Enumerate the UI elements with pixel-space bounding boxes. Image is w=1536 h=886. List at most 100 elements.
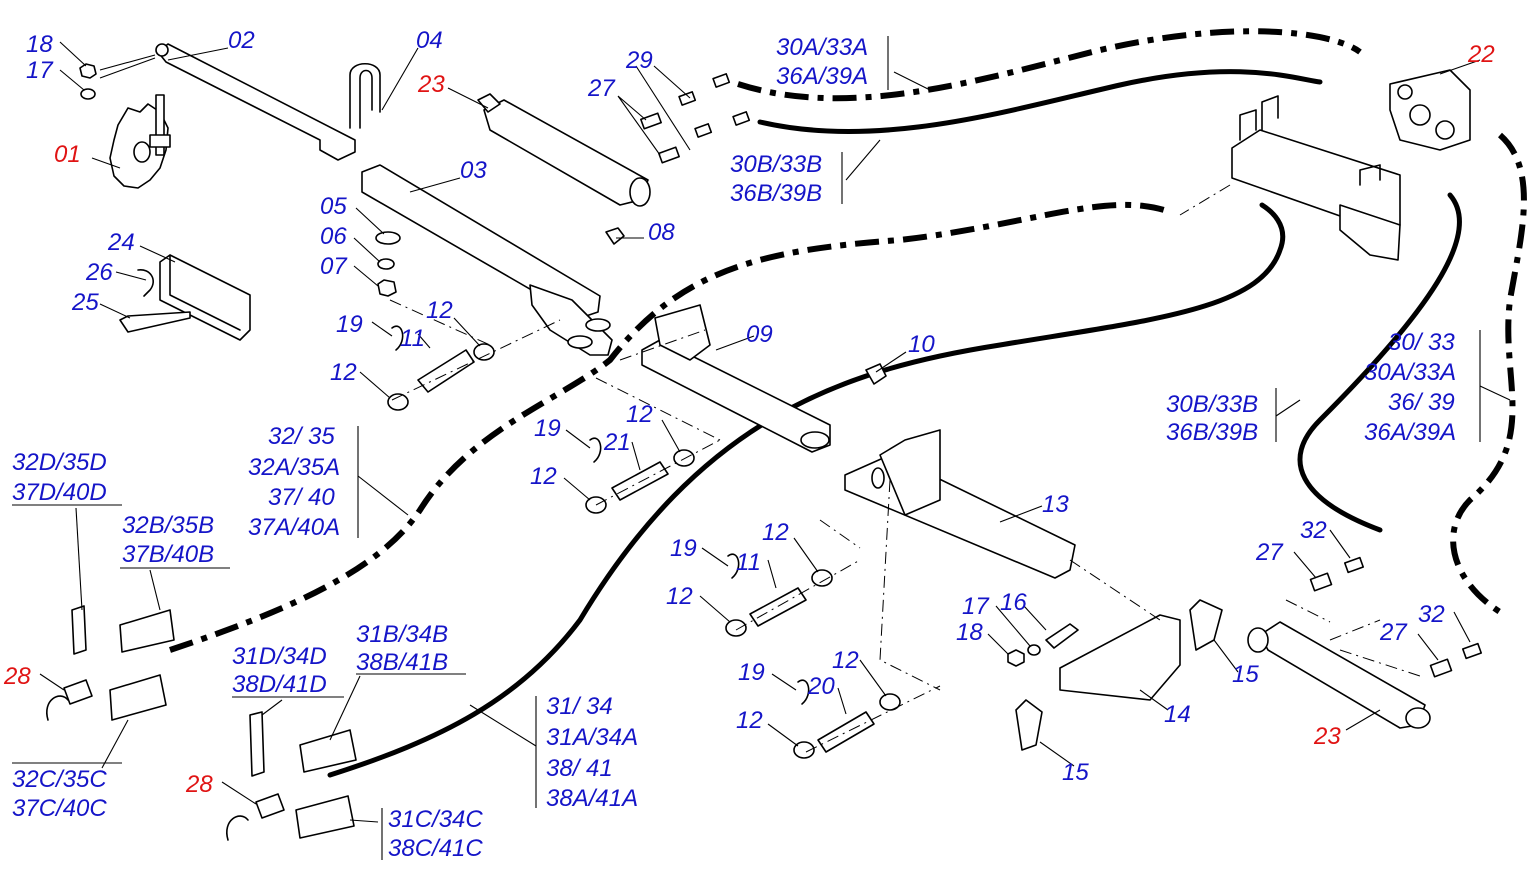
- part-label-27-l27a: 27: [587, 75, 616, 102]
- coupling-32-left: [46, 605, 175, 721]
- part-label-07-l07: 07: [320, 253, 348, 280]
- frame-13: [844, 429, 1076, 579]
- hose-30b-solid: [757, 69, 1323, 135]
- part-label-19-l19d: 19: [738, 659, 765, 686]
- part-label-26-l26: 26: [85, 259, 113, 286]
- group-31-line1: 31/ 34: [546, 693, 613, 720]
- group-32-line3: 37/ 40: [268, 484, 335, 511]
- part-label-17-l17a: 17: [26, 57, 54, 84]
- fitting-32-right-a: [1343, 556, 1365, 574]
- group-31d-line1: 31D/34D: [232, 643, 327, 670]
- fitting-32-right-b: [1461, 642, 1483, 660]
- part-label-28-l28a: 28: [3, 663, 31, 690]
- part-label-32-l32a: 32: [1300, 517, 1327, 544]
- plate-14: [1059, 614, 1181, 701]
- group-30b-top-line1: 30B/33B: [730, 151, 822, 178]
- clip-26: [137, 269, 154, 297]
- bar-02-pivot: [155, 43, 169, 57]
- group-30b-right-line1: 30B/33B: [1166, 391, 1258, 418]
- nut-18: [79, 63, 97, 79]
- part-label-16-l16: 16: [1000, 589, 1027, 616]
- group-30-line1: 30/ 33: [1388, 329, 1455, 356]
- group-32d-line1: 32D/35D: [12, 449, 107, 476]
- part-label-04-l04: 04: [416, 27, 443, 54]
- hose-30a-dashed: [737, 28, 1362, 102]
- group-30-line4: 36A/39A: [1364, 419, 1456, 446]
- group-32-line1: 32/ 35: [268, 423, 335, 450]
- hose-30-dashed-right: [1450, 132, 1527, 615]
- nut-18b: [1007, 649, 1025, 667]
- group-30b-right-line2: 36B/39B: [1166, 419, 1258, 446]
- pin-25: [119, 311, 191, 333]
- part-label-15-l15b: 15: [1062, 759, 1089, 786]
- group-31c-line2: 38C/41C: [388, 835, 483, 862]
- grease-nipple-08: [605, 227, 625, 245]
- part-label-32-l32b: 32: [1418, 601, 1445, 628]
- hose-32-dashed: [169, 201, 1172, 653]
- fittings-27-29-top: [640, 73, 751, 164]
- group-30b-top-line2: 36B/39B: [730, 180, 822, 207]
- pin-set-11-upper: [387, 325, 495, 411]
- part-label-06-l06: 06: [320, 223, 347, 250]
- part-label-02-l02: 02: [228, 27, 255, 54]
- part-label-11-l11a: 11: [400, 325, 425, 352]
- part-label-11-l11b: 11: [736, 549, 761, 576]
- part-label-24-l24: 24: [107, 229, 135, 256]
- group-30a-line2: 36A/39A: [776, 63, 868, 90]
- lock-washer-06: [377, 258, 395, 270]
- part-label-09-l09: 09: [746, 321, 773, 348]
- part-label-21-l21: 21: [603, 429, 631, 456]
- group-32c-line2: 37C/40C: [12, 795, 107, 822]
- group-32c-line1: 32C/35C: [12, 766, 107, 793]
- part-label-10-l10: 10: [908, 331, 935, 358]
- group-30a-line1: 30A/33A: [776, 34, 868, 61]
- group-labels: 30A/33A 36A/39A 30B/33B 36B/39B 32/ 35 3…: [12, 34, 1456, 862]
- pin-set-20: [793, 679, 901, 759]
- pin-set-11-lower: [725, 553, 833, 637]
- fitting-27-right-b: [1429, 658, 1453, 678]
- part-label-05-l05: 05: [320, 193, 347, 220]
- part-label-12-l12g: 12: [832, 647, 859, 674]
- washer-17: [80, 88, 96, 100]
- part-label-01-l01: 01: [54, 141, 81, 168]
- group-31c-line1: 31C/34C: [388, 806, 483, 833]
- bar-02: [157, 43, 356, 161]
- clamp-15-upper: [1189, 599, 1223, 651]
- group-30-line3: 36/ 39: [1388, 389, 1455, 416]
- disc-wheel-01: [109, 94, 171, 189]
- part-label-12-l12d: 12: [530, 463, 557, 490]
- part-label-27-l27b: 27: [1255, 539, 1284, 566]
- arm-03: [361, 164, 613, 356]
- part-label-23-l23b: 23: [1313, 723, 1341, 750]
- part-label-27-l27c: 27: [1379, 619, 1408, 646]
- part-label-12-l12a: 12: [426, 297, 453, 324]
- nut-07: [377, 279, 397, 297]
- group-32b-line1: 32B/35B: [122, 512, 214, 539]
- group-32b-line2: 37B/40B: [122, 541, 214, 568]
- coupling-31-left: [226, 711, 357, 841]
- part-label-29-l29: 29: [625, 47, 653, 74]
- part-label-19-l19c: 19: [670, 535, 697, 562]
- group-32-line2: 32A/35A: [248, 454, 340, 481]
- part-label-28-l28b: 28: [185, 771, 213, 798]
- valve-block-22: [1389, 69, 1471, 151]
- group-32-line4: 37A/40A: [248, 514, 340, 541]
- part-label-08-l08: 08: [648, 219, 675, 246]
- part-label-22-l22: 22: [1467, 41, 1495, 68]
- group-31-line3: 38/ 41: [546, 755, 613, 782]
- group-bars: [12, 36, 1481, 860]
- washer-05: [375, 231, 401, 245]
- part-label-18-l18b: 18: [956, 619, 983, 646]
- group-32d-line2: 37D/40D: [12, 479, 107, 506]
- group-31-line4: 38A/41A: [546, 785, 638, 812]
- group-30-line2: 30A/33A: [1364, 359, 1456, 386]
- part-label-18-l18a: 18: [26, 31, 53, 58]
- bolt-16: [1045, 623, 1079, 649]
- part-label-17-l17b: 17: [962, 593, 990, 620]
- clamp-15-lower: [1015, 699, 1043, 751]
- part-label-12-l12c: 12: [626, 401, 653, 428]
- leader-lines: [39, 41, 1511, 823]
- parts: [46, 43, 1483, 841]
